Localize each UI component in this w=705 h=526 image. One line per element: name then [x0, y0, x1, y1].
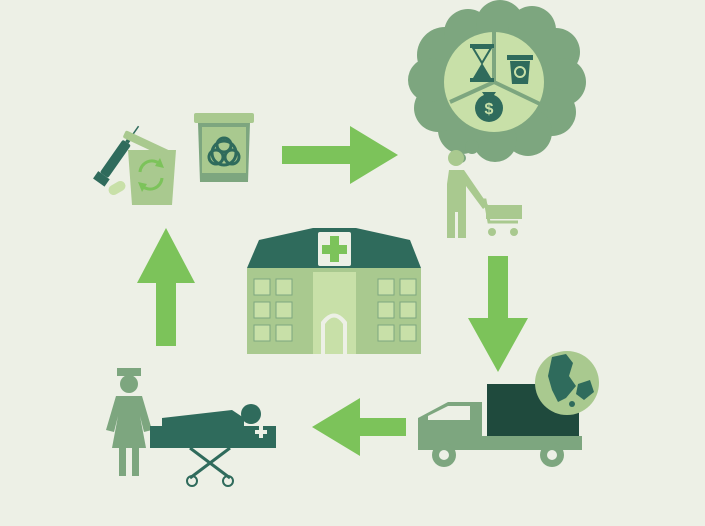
recycle-bin-small-icon	[507, 55, 533, 84]
hospital-icon: +	[247, 228, 421, 354]
money-bag-icon: $	[475, 92, 503, 122]
shopper-with-cart-icon	[447, 150, 522, 238]
arrow-up	[137, 228, 195, 346]
delivery-truck-denmark-map-icon	[418, 351, 599, 467]
arrow-down	[468, 256, 528, 372]
arrow-right	[282, 126, 398, 184]
stretcher-icon: +	[150, 404, 276, 487]
nurse-and-patient-stretcher-icon: +	[106, 368, 276, 487]
recycle-bin-icon	[123, 130, 176, 205]
hourglass-icon	[470, 44, 494, 82]
thought-cloud-cost-time-waste-icon: $	[408, 0, 586, 163]
money-symbol: $	[485, 101, 494, 118]
arrow-left	[312, 398, 406, 456]
denmark-map-icon	[535, 351, 599, 415]
nurse-icon	[106, 368, 152, 476]
pill-icon	[108, 181, 126, 195]
shopping-cart-icon	[478, 198, 522, 236]
biohazard-container-icon	[194, 113, 254, 182]
medical-waste-disposal-icon	[93, 113, 254, 205]
